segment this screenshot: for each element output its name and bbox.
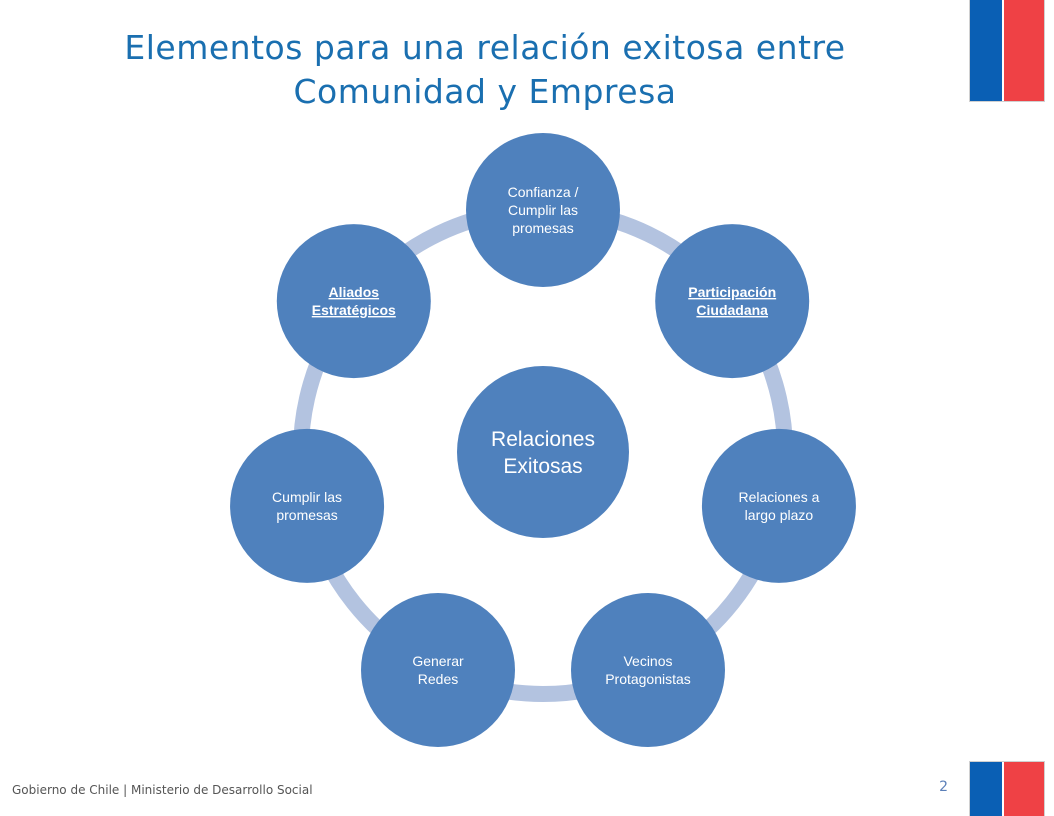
cycle-node-label: Protagonistas bbox=[605, 671, 691, 687]
cycle-node-label: promesas bbox=[276, 507, 337, 523]
cycle-node-circle bbox=[701, 428, 856, 583]
page-number: 2 bbox=[939, 779, 948, 795]
title-line-2: Comunidad y Empresa bbox=[293, 72, 677, 111]
cycle-node-circle bbox=[570, 593, 725, 748]
cycle-node-label: Ciudadana bbox=[696, 302, 768, 318]
cycle-node-circle bbox=[361, 593, 516, 748]
cycle-node-label: Vecinos bbox=[623, 653, 672, 669]
chile-flag-logo-bottom bbox=[970, 762, 1044, 816]
cycle-node-label: Cumplir las bbox=[508, 202, 578, 218]
cycle-node-label: Generar bbox=[412, 653, 464, 669]
cycle-node-circle bbox=[230, 428, 385, 583]
cycle-node-label: Redes bbox=[418, 671, 458, 687]
cycle-node-label: Estratégicos bbox=[312, 302, 396, 318]
hub-label: Exitosas bbox=[503, 455, 582, 478]
cycle-node-label: Confianza / bbox=[508, 184, 579, 200]
cycle-node-label: Relaciones a bbox=[738, 489, 819, 505]
cycle-node: Cumplir las promesas bbox=[230, 428, 385, 583]
chile-flag-logo-top bbox=[970, 0, 1044, 101]
cycle-node-label: largo plazo bbox=[745, 507, 814, 523]
cycle-node-circle bbox=[466, 133, 620, 287]
hub-label: Relaciones bbox=[491, 428, 595, 451]
title-line-1: Elementos para una relación exitosa entr… bbox=[124, 28, 846, 67]
cycle-node-label: promesas bbox=[512, 220, 573, 236]
cycle-nodes: Confianza /Cumplir laspromesasParticipac… bbox=[230, 133, 856, 748]
cycle-node-circle bbox=[655, 224, 810, 379]
cycle-node: Relaciones a largo plazo bbox=[701, 428, 856, 583]
hub-circle bbox=[457, 366, 629, 538]
cycle-node-label: Aliados bbox=[329, 284, 380, 300]
cycle-node: Confianza / Cumplir las promesas bbox=[466, 133, 620, 287]
footer-text: Gobierno de Chile | Ministerio de Desarr… bbox=[12, 783, 313, 797]
cycle-node-label: Cumplir las bbox=[272, 489, 342, 505]
slide-title: Elementos para una relación exitosa entr… bbox=[40, 26, 930, 114]
cycle-node-label: Participación bbox=[688, 284, 776, 300]
cycle-node-circle bbox=[276, 224, 431, 379]
